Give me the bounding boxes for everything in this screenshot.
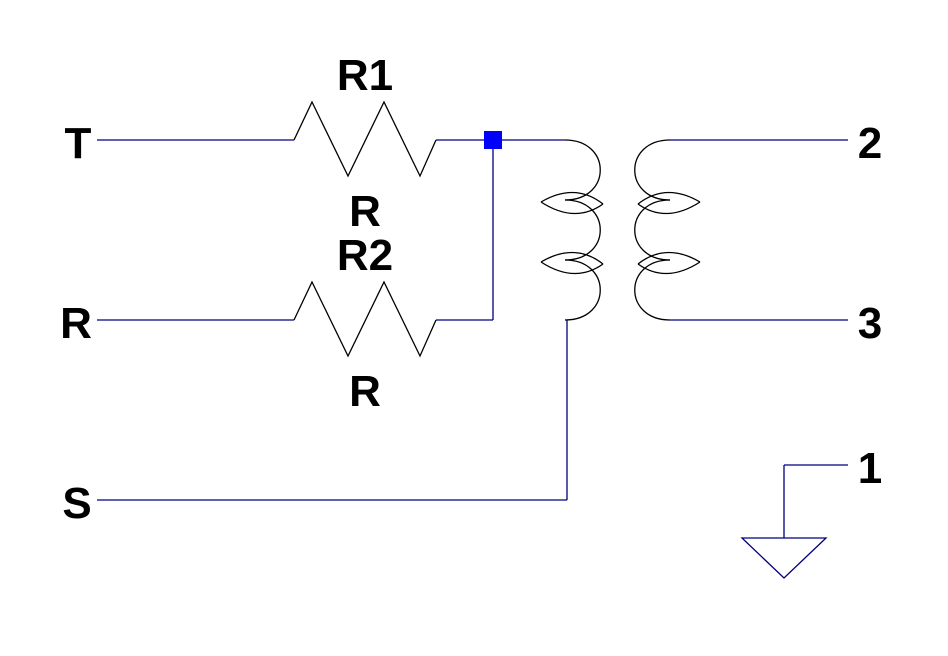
r2-value-label: R [349,367,381,416]
port-label-3: 3 [858,299,882,348]
port-label-2: 2 [858,119,882,168]
port-label-t: T [65,119,92,168]
resistor-r1-symbol [293,100,437,178]
port-label-1: 1 [858,444,882,493]
transformer-secondary-winding [634,139,701,321]
transformer-primary-winding [540,139,604,321]
resistor-r2-symbol [293,280,437,358]
r1-value-label: R [349,187,381,236]
junction-dot [484,131,502,149]
r2-ref-label: R2 [337,231,393,280]
port-label-r: R [60,299,92,348]
r1-ref-label: R1 [337,51,393,100]
ground-icon [740,537,828,579]
port-label-s: S [62,479,91,528]
